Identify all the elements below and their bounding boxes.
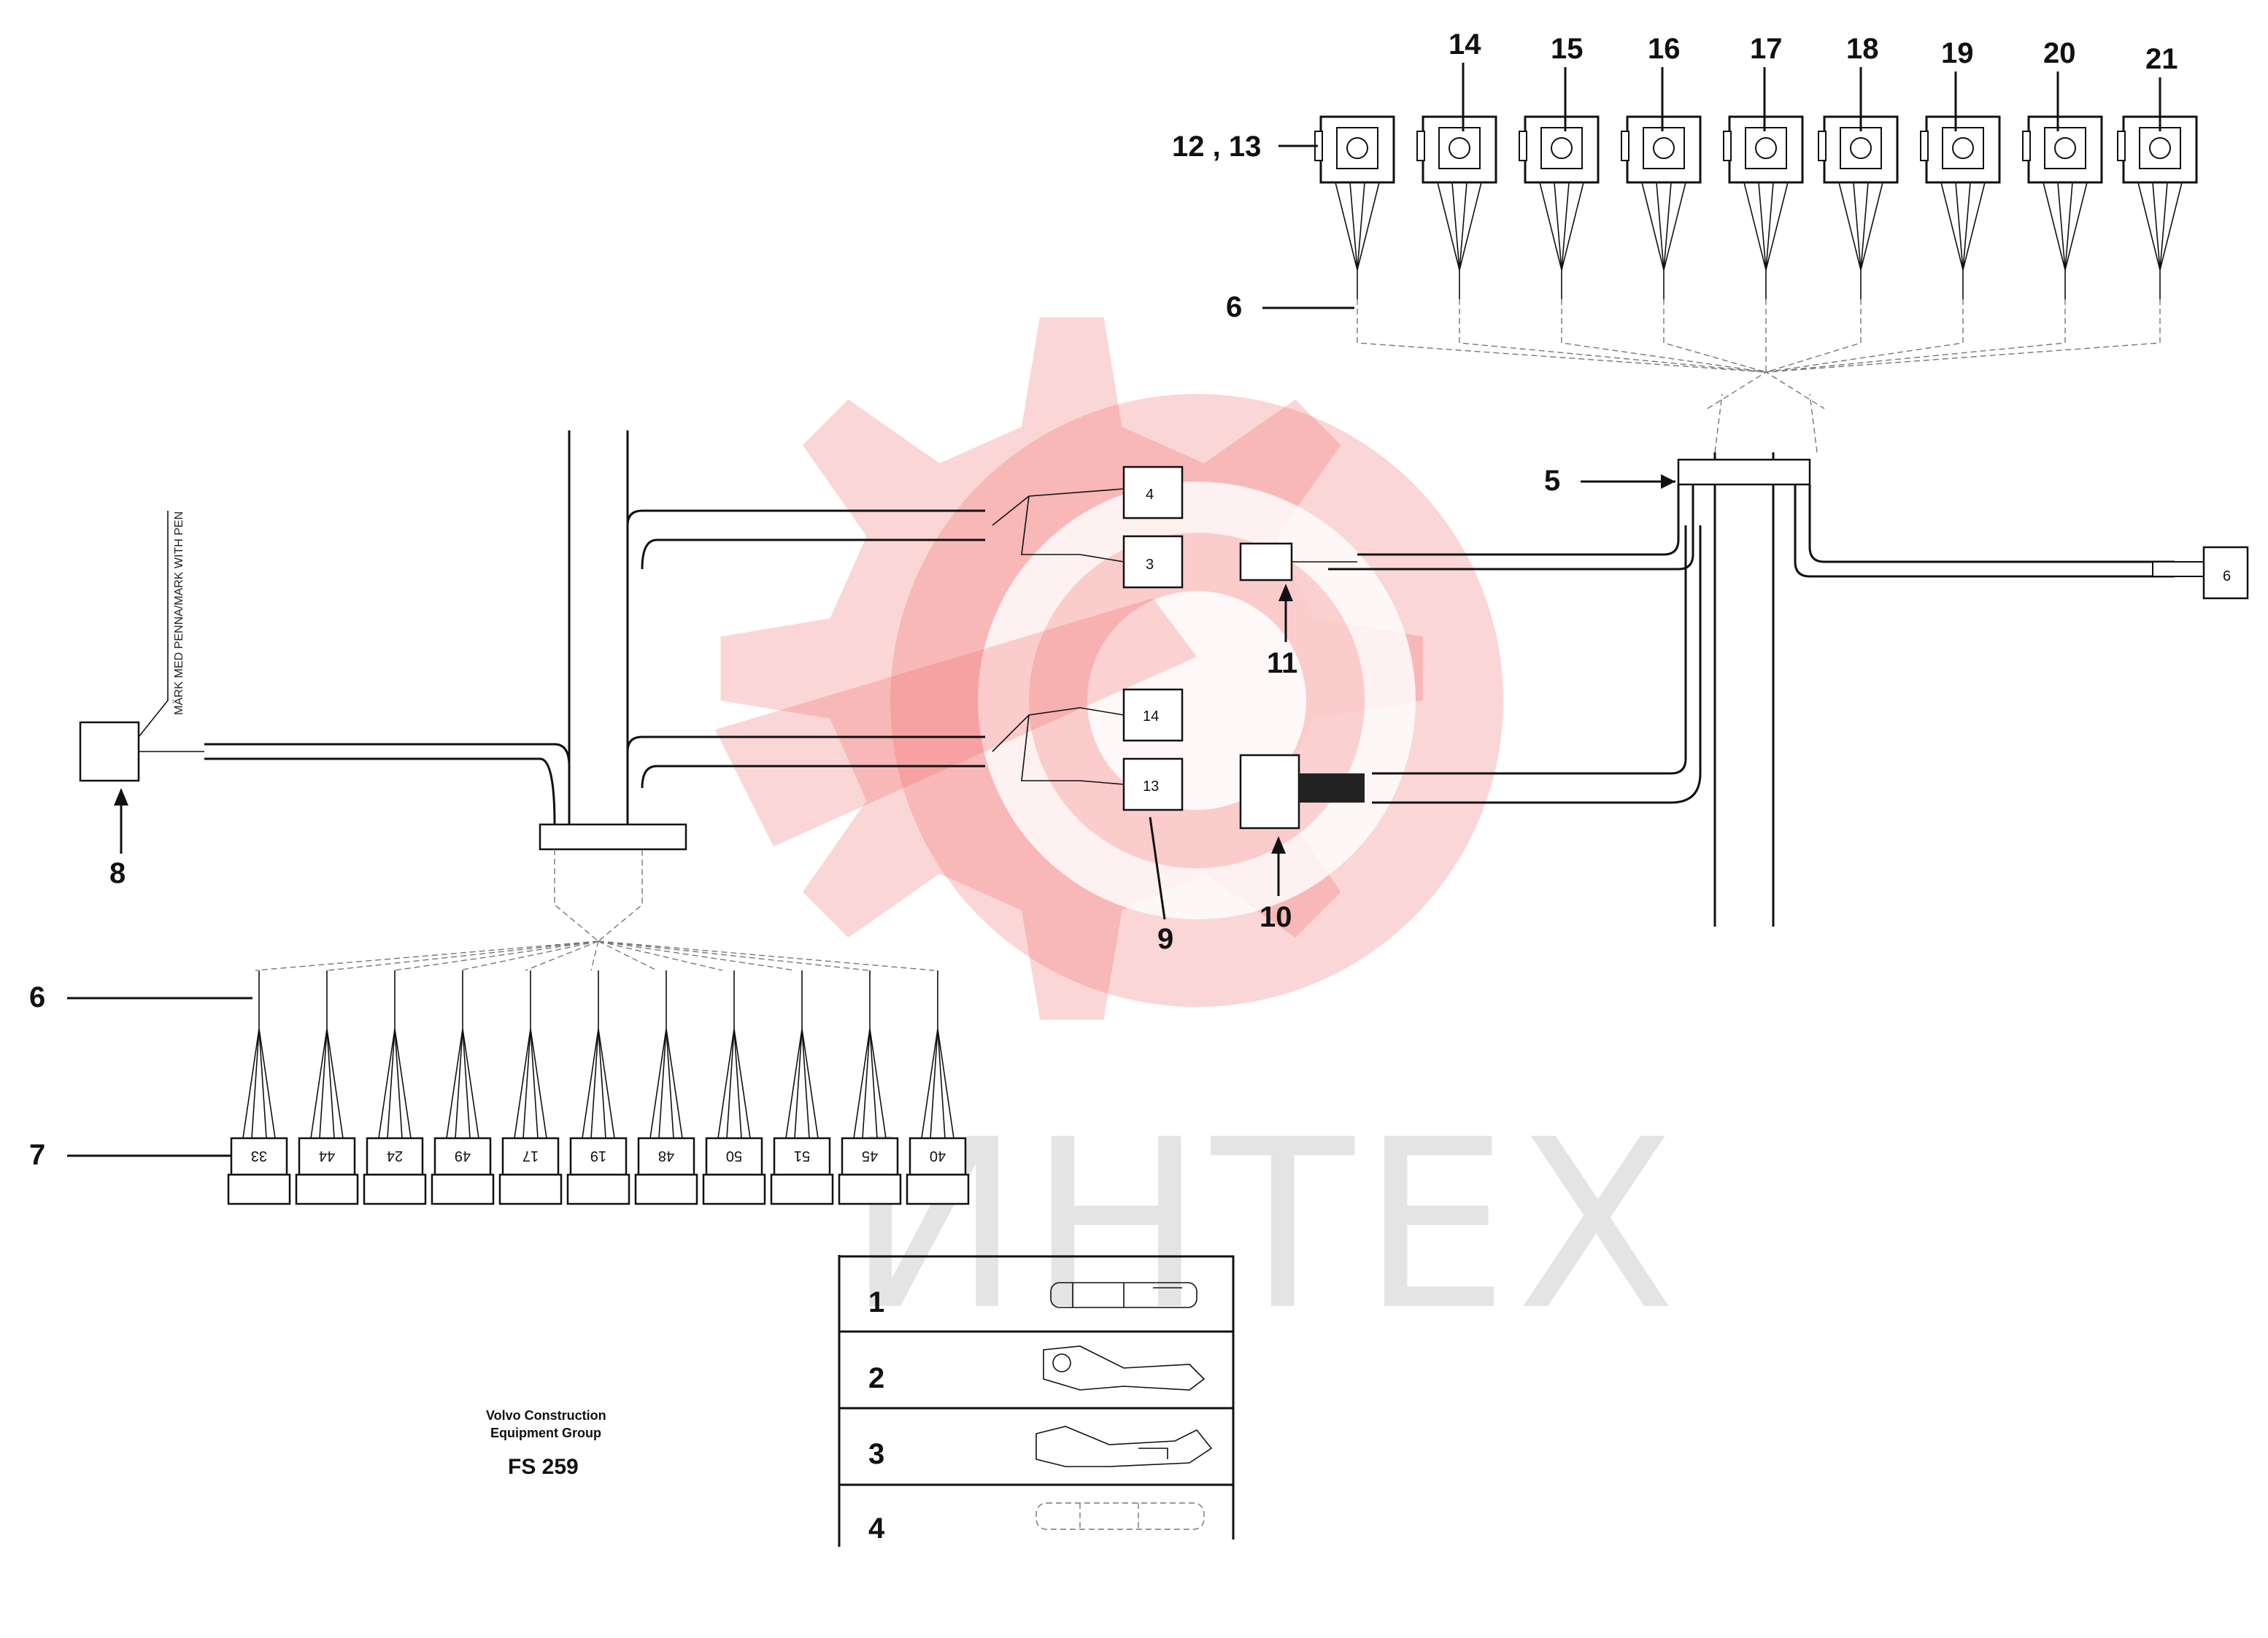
callout-14: 14 xyxy=(1449,28,1481,61)
bottom-connector-45: 45 xyxy=(838,970,902,1205)
bottom-connector-48: 48 xyxy=(634,970,698,1205)
parts-row-4-no: 4 xyxy=(868,1513,885,1545)
bottom-connector-17: 17 xyxy=(498,970,563,1205)
callout-20: 20 xyxy=(2043,37,2076,69)
bottom-connector-40: 40 xyxy=(906,970,970,1205)
callout-21: 21 xyxy=(2145,43,2178,75)
right-trunk: 5 6 11 10 xyxy=(1239,452,2249,933)
clamp-5 xyxy=(1677,458,1811,486)
connector-3 xyxy=(1122,535,1184,589)
switch-15-icon xyxy=(1519,115,1600,271)
bottom-connector-label: 50 xyxy=(726,1148,742,1164)
callout-19: 19 xyxy=(1941,37,1974,69)
callout-10: 10 xyxy=(1260,901,1292,933)
connector-label-6: 6 xyxy=(2223,568,2231,584)
bottom-connector-24: 24 xyxy=(363,970,427,1205)
connector-4 xyxy=(1122,465,1184,519)
bottom-connector-label: 33 xyxy=(251,1148,267,1164)
callout-18: 18 xyxy=(1846,33,1879,65)
footer-line2: Equipment Group xyxy=(490,1426,601,1440)
bottom-connector-label: 19 xyxy=(590,1148,606,1164)
callout-7: 7 xyxy=(29,1139,45,1171)
switch-18-icon xyxy=(1818,115,1899,271)
connector-label-14: 14 xyxy=(1143,708,1159,725)
terminal-3-icon xyxy=(1035,1426,1213,1467)
left-trunk: 4 3 14 13 9 MÄRK MED PENNA/MARK WITH PEN… xyxy=(29,430,1184,1171)
connector-6 xyxy=(2202,546,2249,600)
callout-16: 16 xyxy=(1648,33,1681,65)
connector-8 xyxy=(79,721,140,782)
switch-19-icon xyxy=(1920,115,2001,271)
connector-13 xyxy=(1122,757,1184,811)
bottom-connector-50: 50 xyxy=(702,970,766,1205)
connector-11 xyxy=(1239,542,1293,582)
parts-row-3-no: 3 xyxy=(868,1438,884,1470)
switch-20-icon xyxy=(2022,115,2103,271)
callout-8: 8 xyxy=(109,857,126,889)
bottom-connector-row: 33 44 24 49 17 19 48 50 51 45 40 xyxy=(227,970,970,1205)
terminal-4-icon xyxy=(1035,1502,1205,1530)
callout-6-left: 6 xyxy=(29,981,45,1013)
callout-15: 15 xyxy=(1551,33,1584,65)
top-switch-row xyxy=(1314,115,2198,453)
bottom-connector-label: 45 xyxy=(862,1148,878,1164)
connector-label-4: 4 xyxy=(1146,487,1154,503)
clamp-left xyxy=(539,823,687,851)
bottom-connector-label: 24 xyxy=(387,1148,403,1164)
switch-16-icon xyxy=(1621,115,1702,271)
connector-label-3: 3 xyxy=(1146,557,1154,573)
bottom-connector-label: 17 xyxy=(522,1148,539,1164)
parts-row-1-no: 1 xyxy=(868,1286,884,1318)
bottom-connector-19: 19 xyxy=(566,970,630,1205)
footer: Volvo Construction Equipment Group FS 25… xyxy=(486,1408,606,1479)
bottom-connector-label: 40 xyxy=(930,1148,946,1164)
callout-12-13: 12 , 13 xyxy=(1172,131,1261,163)
connector-14 xyxy=(1122,688,1184,742)
callout-6-top: 6 xyxy=(1226,291,1242,323)
callout-9: 9 xyxy=(1157,923,1173,955)
callout-17: 17 xyxy=(1750,33,1783,65)
footer-code: FS 259 xyxy=(508,1455,579,1479)
switch-14-icon xyxy=(1416,115,1497,271)
switch-17-icon xyxy=(1723,115,1804,271)
watermark-gear-icon xyxy=(715,317,1503,1020)
footer-line1: Volvo Construction xyxy=(486,1408,606,1423)
bottom-connector-label: 51 xyxy=(794,1148,810,1164)
terminal-1-icon xyxy=(1050,1282,1197,1308)
switch-21-icon xyxy=(2117,115,2198,271)
wire-note: MÄRK MED PENNA/MARK WITH PEN xyxy=(172,511,185,715)
connector-10 xyxy=(1239,754,1300,830)
parts-table: 1 2 3 4 xyxy=(838,1255,1235,1547)
parts-row-2-no: 2 xyxy=(868,1362,884,1394)
callout-5: 5 xyxy=(1544,465,1560,497)
terminal-2-icon xyxy=(1043,1345,1206,1391)
bottom-connector-label: 49 xyxy=(455,1148,471,1164)
bottom-connector-33: 33 xyxy=(227,970,291,1205)
bottom-connector-label: 44 xyxy=(319,1148,335,1164)
watermark-text: ИНТЕХ xyxy=(846,1090,1683,1361)
bottom-connector-49: 49 xyxy=(431,970,495,1205)
connector-label-13: 13 xyxy=(1143,779,1159,795)
bottom-connector-51: 51 xyxy=(770,970,834,1205)
callout-11: 11 xyxy=(1267,647,1297,679)
bottom-connector-label: 48 xyxy=(658,1148,674,1164)
bottom-connector-44: 44 xyxy=(295,970,359,1205)
top-callouts: 12 , 13 14 15 16 17 18 19 20 21 6 xyxy=(1172,28,2178,323)
switch-12-13-icon xyxy=(1314,115,1395,271)
